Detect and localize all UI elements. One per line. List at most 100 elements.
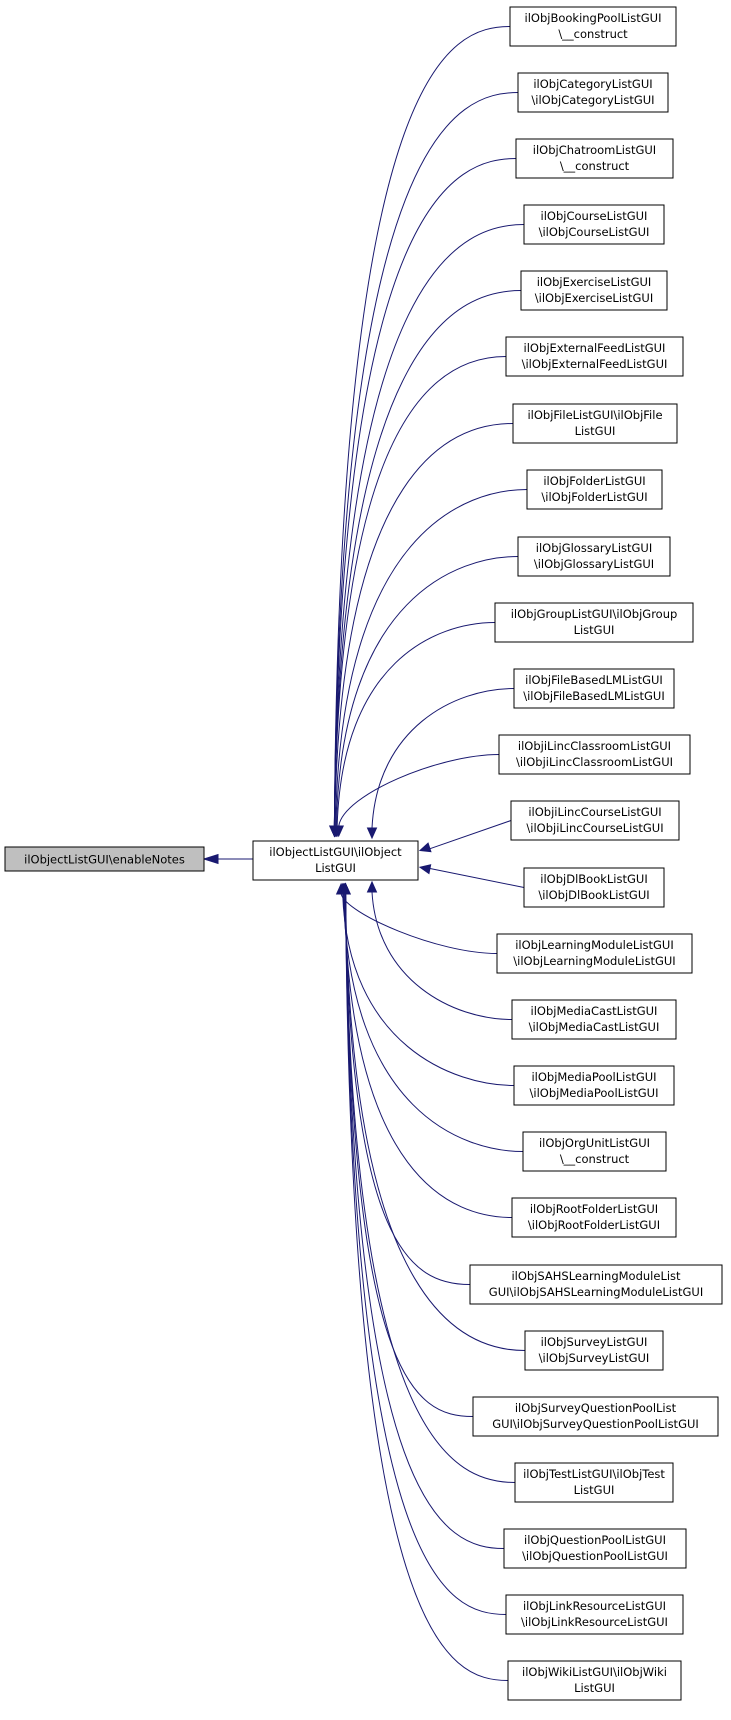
node-child[interactable]: ilObjCategoryListGUI\ilObjCategoryListGU… [517, 72, 669, 113]
edge-path [345, 893, 509, 1681]
node-child[interactable]: ilObjMediaCastListGUI\ilObjMediaCastList… [511, 999, 677, 1040]
node-child[interactable]: ilObjLinkResourceListGUI\ilObjLinkResour… [505, 1594, 684, 1635]
node-box [472, 1396, 719, 1437]
node-child-label-line-2: \ilObjGlossaryListGUI [534, 557, 654, 571]
node-child[interactable]: ilObjFileBasedLMListGUI\ilObjFileBasedLM… [513, 668, 675, 709]
node-child[interactable]: ilObjLearningModuleListGUI\ilObjLearning… [496, 933, 693, 974]
node-box [517, 536, 671, 577]
node-child[interactable]: ilObjChatroomListGUI\__construct [515, 138, 674, 179]
node-child-label-line-1: ilObjBookingPoolListGUI [525, 11, 662, 25]
node-child-label-line-1: ilObjSAHSLearningModuleList [511, 1269, 681, 1283]
node-child[interactable]: ilObjiLincCourseListGUI\ilObjiLincCourse… [510, 800, 680, 841]
edge-path [335, 489, 528, 827]
node-child[interactable]: ilObjCourseListGUI \ilObjCourseListGUI [523, 204, 665, 245]
node-child-label-line-1: ilObjExerciseListGUI [537, 275, 652, 289]
node-child-label-line-1: ilObjExternalFeedListGUI [524, 341, 666, 355]
node-child-label-line-1: ilObjMediaCastListGUI [531, 1004, 658, 1018]
node-child[interactable]: ilObjGroupListGUI\ilObjGroupListGUI [494, 602, 694, 643]
node-child-label-line-1: ilObjFileListGUI\ilObjFile [527, 408, 662, 422]
node-child-label-line-1: ilObjSurveyListGUI [541, 1335, 648, 1349]
node-box [505, 1594, 684, 1635]
node-child-label-line-1: ilObjLinkResourceListGUI [523, 1599, 666, 1613]
node-child[interactable]: ilObjSurveyListGUI\ilObjSurveyListGUI [524, 1330, 664, 1371]
node-box [524, 1330, 664, 1371]
node-child-label-line-1: ilObjFolderListGUI [543, 474, 645, 488]
node-hub-label-line-1: ilObjectListGUI\ilObject [269, 845, 402, 859]
node-box [526, 469, 663, 510]
node-child[interactable]: ilObjDlBookListGUI\ilObjDlBookListGUI [523, 867, 665, 908]
node-child[interactable]: ilObjOrgUnitListGUI\__construct [522, 1131, 667, 1172]
node-child-label-line-1: ilObjCourseListGUI [541, 209, 648, 223]
node-box [510, 800, 680, 841]
edge-to-hub [331, 556, 519, 838]
node-box [522, 1131, 667, 1172]
node-child[interactable]: ilObjBookingPoolListGUI \__construct [509, 6, 677, 47]
node-child-label-line-2: \__construct [558, 27, 628, 41]
edge-path [343, 893, 513, 1218]
node-box [517, 72, 669, 113]
node-box [503, 1528, 687, 1569]
node-box [513, 1065, 675, 1106]
edge-to-hub [335, 882, 498, 954]
edge-path [344, 893, 471, 1285]
edge-to-hub [418, 864, 525, 888]
node-child-label-line-1: ilObjChatroomListGUI [533, 143, 656, 157]
node-child-label-line-2: \ilObjMediaPoolListGUI [530, 1086, 659, 1100]
edge-root-to-hub [202, 853, 253, 865]
edge-path [342, 893, 524, 1152]
node-child[interactable]: ilObjiLincClassroomListGUI\ilObjiLincCla… [498, 734, 691, 775]
edge-path [333, 26, 511, 827]
node-box [511, 999, 677, 1040]
node-child-label-line-1: ilObjDlBookListGUI [540, 872, 647, 886]
node-child[interactable]: ilObjTestListGUI\ilObjTestListGUI [514, 1462, 674, 1503]
node-child[interactable]: ilObjRootFolderListGUI\ilObjRootFolderLi… [511, 1197, 677, 1238]
node-box [496, 933, 693, 974]
child-nodes-layer: ilObjBookingPoolListGUI\__constructilObj… [469, 6, 723, 1701]
node-child-label-line-2: \ilObjiLincCourseListGUI [526, 821, 663, 835]
node-child[interactable]: ilObjExerciseListGUI\ilObjExerciseListGU… [520, 270, 668, 311]
node-child-label-line-2: ListGUI [574, 623, 615, 637]
node-child-label-line-1: ilObjLearningModuleListGUI [515, 938, 674, 952]
edge-to-hub [329, 26, 511, 838]
edge-to-hub [366, 880, 513, 1020]
edge-path [333, 224, 525, 827]
edge-arrowhead [418, 864, 432, 875]
edge-path [336, 622, 496, 827]
edge-path [345, 893, 526, 1351]
edge-path [371, 688, 515, 829]
node-box [505, 336, 684, 377]
node-child[interactable]: ilObjExternalFeedListGUI\ilObjExternalFe… [505, 336, 684, 377]
edge-path [334, 423, 514, 827]
edge-path [345, 893, 516, 1483]
edge-path [429, 867, 525, 888]
node-child[interactable]: ilObjMediaPoolListGUI\ilObjMediaPoolList… [513, 1065, 675, 1106]
node-child[interactable]: ilObjWikiListGUI\ilObjWikiListGUI [507, 1660, 682, 1701]
node-root-enable-notes[interactable]: ilObjectListGUI\enableNotes [4, 846, 205, 872]
node-child-label-line-1: ilObjSurveyQuestionPoolList [515, 1401, 677, 1415]
edge-path [345, 893, 505, 1549]
node-box [509, 6, 677, 47]
node-child-label-line-2: \ilObjQuestionPoolListGUI [522, 1549, 668, 1563]
node-child[interactable]: ilObjGlossaryListGUI \ilObjGlossaryListGU… [517, 536, 671, 577]
edge-to-hub [366, 688, 515, 840]
node-child-label-line-1: ilObjRootFolderListGUI [530, 1202, 658, 1216]
edges-layer [202, 26, 528, 1681]
edge-arrowhead [366, 827, 378, 840]
edge-path [335, 556, 519, 827]
node-child-label-line-1: ilObjGlossaryListGUI [536, 541, 652, 555]
edge-to-hub [329, 423, 514, 838]
node-child[interactable]: ilObjSAHSLearningModuleListGUI\ilObjSAHS… [469, 1264, 723, 1305]
node-child-label-line-2: \__construct [560, 1152, 630, 1166]
node-child-label-line-2: \ilObjCourseListGUI [539, 225, 650, 239]
node-hub-ilobjectlistgui[interactable]: ilObjectListGUI\ilObject ListGUI [252, 840, 419, 881]
node-box [494, 602, 694, 643]
edge-arrowhead [366, 880, 378, 893]
node-child-label-line-2: GUI\ilObjSAHSLearningModuleListGUI [489, 1285, 703, 1299]
node-child[interactable]: ilObjSurveyQuestionPoolListGUI\ilObjSurv… [472, 1396, 719, 1437]
edge-path [345, 893, 507, 1615]
node-child[interactable]: ilObjFileListGUI\ilObjFileListGUI [512, 403, 678, 444]
node-child[interactable]: ilObjQuestionPoolListGUI\ilObjQuestionPo… [503, 1528, 687, 1569]
node-child[interactable]: ilObjFolderListGUI\ilObjFolderListGUI [526, 469, 663, 510]
edge-arrowhead [340, 882, 351, 895]
